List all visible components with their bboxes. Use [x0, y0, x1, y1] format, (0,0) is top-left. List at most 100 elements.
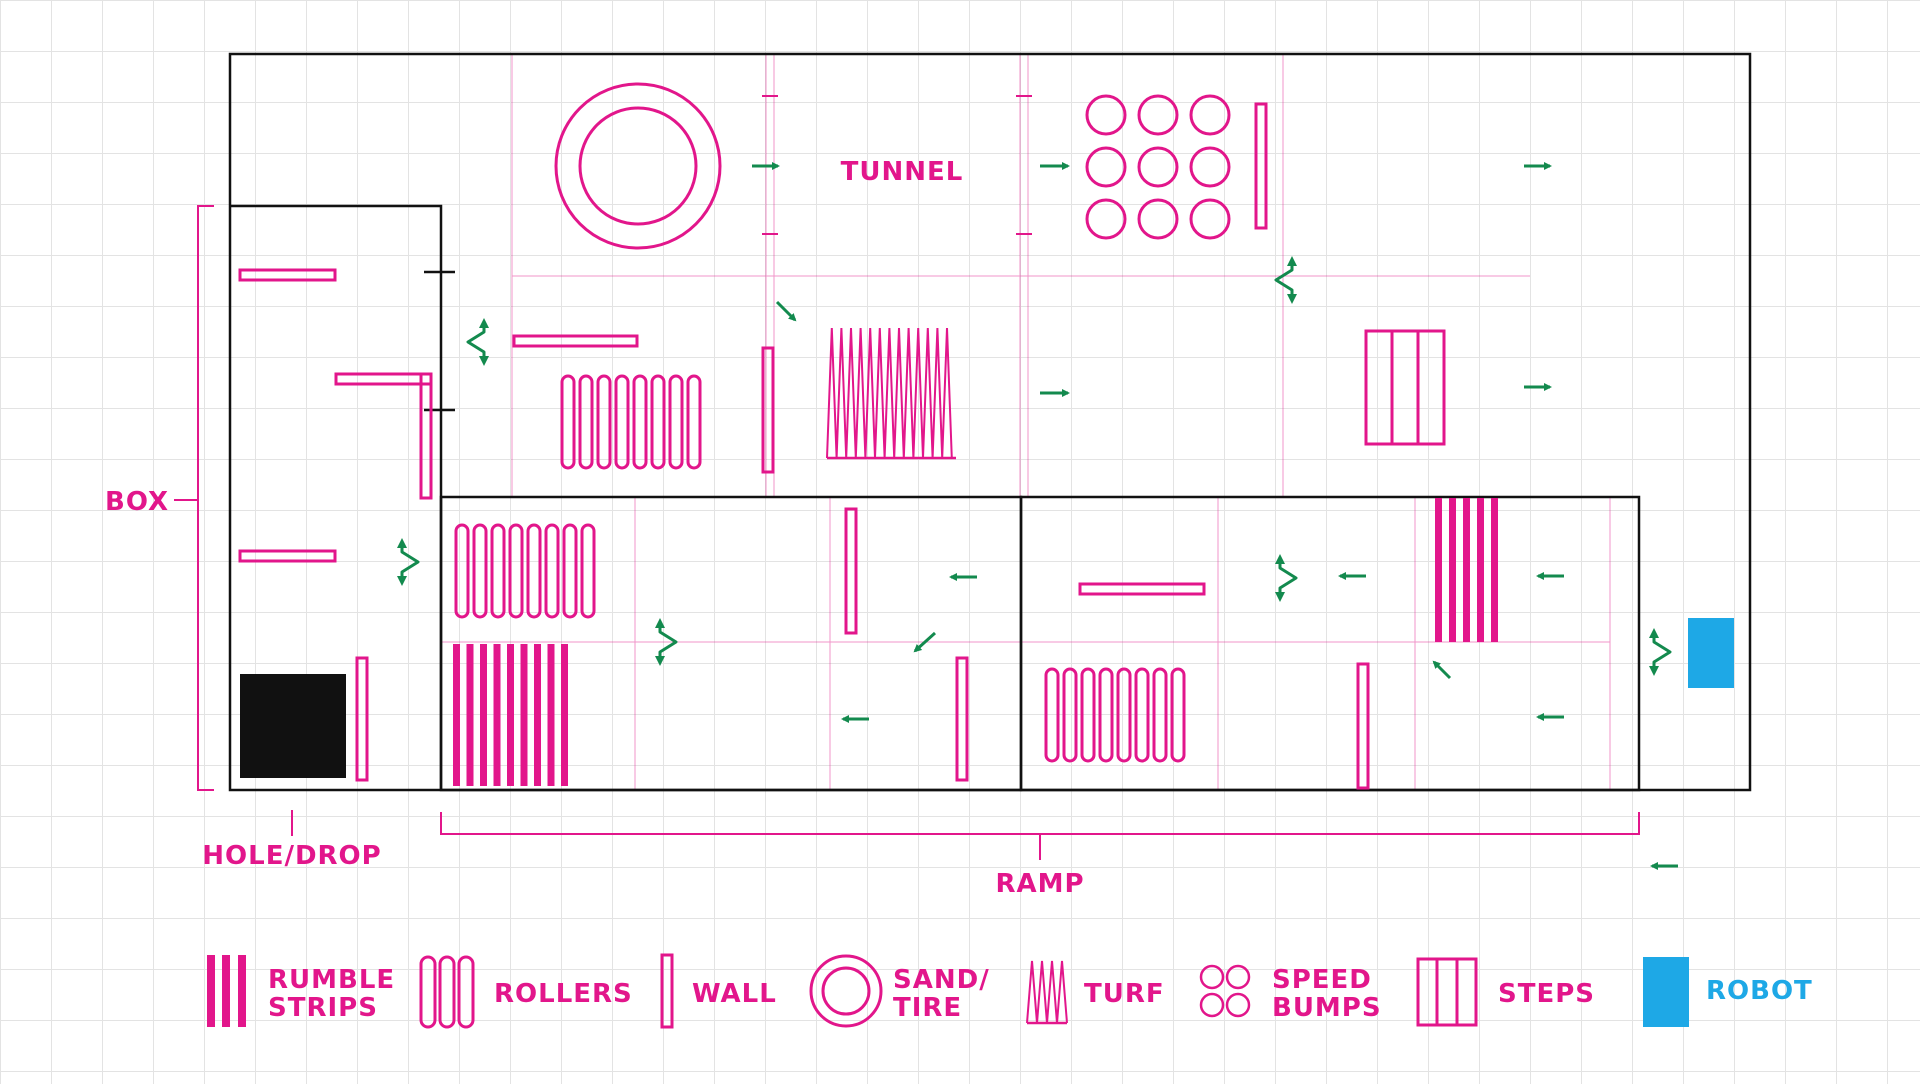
wall	[761, 346, 775, 474]
roller	[1170, 667, 1186, 763]
legend-robot-label: ROBOT	[1706, 976, 1813, 1006]
zigzag-arrowhead	[1649, 666, 1659, 676]
roller	[1062, 667, 1078, 763]
roller	[1044, 667, 1060, 763]
speed-bump	[1085, 94, 1127, 136]
legend-speed-bumps-line1: SPEED	[1272, 965, 1372, 995]
course-outline	[228, 52, 1752, 792]
zigzag-arrow-icon	[466, 322, 486, 362]
legend-speed-bumps-line2: BUMPS	[1272, 993, 1382, 1023]
wall	[1356, 662, 1370, 790]
arrow-icon	[913, 631, 937, 653]
tunnel-markers	[762, 95, 1032, 235]
rumble-strip	[547, 644, 555, 786]
legend-wall-label: WALL	[692, 979, 777, 1009]
legend-sand-tire: SAND/ TIRE	[809, 954, 990, 1028]
roller	[668, 374, 684, 470]
rumble-strip	[466, 644, 474, 786]
wall	[512, 334, 639, 348]
zigzag-arrowhead	[1287, 294, 1297, 304]
speed-bump	[1085, 146, 1127, 188]
sand-tire-obstacle	[554, 82, 722, 250]
legend-sand-tire-line1: SAND/	[893, 965, 990, 995]
robot-marker	[1688, 618, 1734, 688]
box-label: BOX	[105, 487, 169, 517]
zigzag-arrow-icon	[1278, 558, 1298, 598]
legend-rollers: ROLLERS	[419, 955, 632, 1029]
roller	[454, 523, 470, 619]
roller	[1098, 667, 1114, 763]
zigzag-arrow-icon	[1652, 632, 1672, 672]
zigzag-arrowhead	[655, 656, 665, 666]
rumble-strip	[534, 644, 541, 786]
zigzag-arrowhead	[479, 356, 489, 366]
rollers-icon	[419, 955, 475, 1029]
roller	[578, 374, 594, 470]
rumble-strips-icon	[207, 955, 246, 1027]
turf-icon	[1026, 960, 1068, 1025]
legend-steps-label: STEPS	[1498, 979, 1595, 1009]
dimension-brackets	[174, 205, 1640, 860]
wall	[355, 656, 369, 782]
speed-bump	[1189, 146, 1231, 188]
wall	[238, 549, 337, 563]
speed-bump	[1137, 198, 1179, 240]
legend-speed-bumps: SPEED BUMPS	[1199, 964, 1382, 1023]
walls	[238, 102, 1370, 790]
rumble-strip	[493, 644, 501, 786]
zigzag-arrowhead	[479, 318, 489, 328]
roller	[472, 523, 488, 619]
speed-bump	[1137, 94, 1179, 136]
turf-blades	[826, 327, 953, 459]
rumble-strip	[1491, 498, 1498, 642]
legend: RUMBLE STRIPS ROLLERS WALL SAND/ TIRE	[207, 953, 1813, 1029]
roller	[526, 523, 542, 619]
zigzag-arrow-icon	[658, 622, 678, 662]
zigzag-arrowhead	[397, 576, 407, 586]
legend-rumble-strips-line2: STRIPS	[268, 993, 378, 1023]
wall-icon	[660, 953, 674, 1029]
zigzag-arrowhead	[1275, 592, 1285, 602]
legend-robot: ROBOT	[1643, 957, 1813, 1027]
speed-bump	[1137, 146, 1179, 188]
zigzag-arrowhead	[1287, 256, 1297, 266]
legend-turf: TURF	[1026, 960, 1165, 1025]
rumble-strip	[520, 644, 528, 786]
rumble-strips-obstacles	[453, 498, 1498, 786]
rumble-strip	[453, 644, 460, 786]
wall	[1078, 582, 1206, 596]
wall	[955, 656, 969, 782]
robot-icon	[1643, 957, 1689, 1027]
roller	[580, 523, 596, 619]
rumble-strip	[1463, 498, 1470, 642]
wall	[238, 268, 337, 282]
turf-icon-blades	[1026, 960, 1068, 1024]
rollers-obstacles	[454, 374, 1186, 763]
speed-bump	[1189, 94, 1231, 136]
wall	[1254, 102, 1268, 230]
sand-tire-icon	[809, 954, 883, 1028]
zigzag-arrow-icon	[400, 542, 420, 582]
roller	[1080, 667, 1096, 763]
zigzag-arrowhead	[1649, 628, 1659, 638]
roller	[490, 523, 506, 619]
wall	[844, 507, 858, 635]
legend-steps: STEPS	[1416, 957, 1595, 1027]
hole-drop-label: HOLE/DROP	[202, 841, 381, 871]
roller	[1152, 667, 1168, 763]
legend-turf-label: TURF	[1084, 979, 1165, 1009]
roller	[686, 374, 702, 470]
speed-bumps-obstacle	[1085, 94, 1231, 240]
roller	[596, 374, 612, 470]
roller	[650, 374, 666, 470]
speed-bump	[1189, 198, 1231, 240]
roller	[632, 374, 648, 470]
speed-bump	[1085, 198, 1127, 240]
zigzag-arrow-icon	[1274, 260, 1294, 300]
rumble-strip	[1449, 498, 1456, 642]
rumble-strip	[1435, 498, 1442, 642]
roller	[1116, 667, 1132, 763]
legend-sand-tire-line2: TIRE	[893, 993, 962, 1023]
arrow-icon	[1432, 660, 1452, 680]
